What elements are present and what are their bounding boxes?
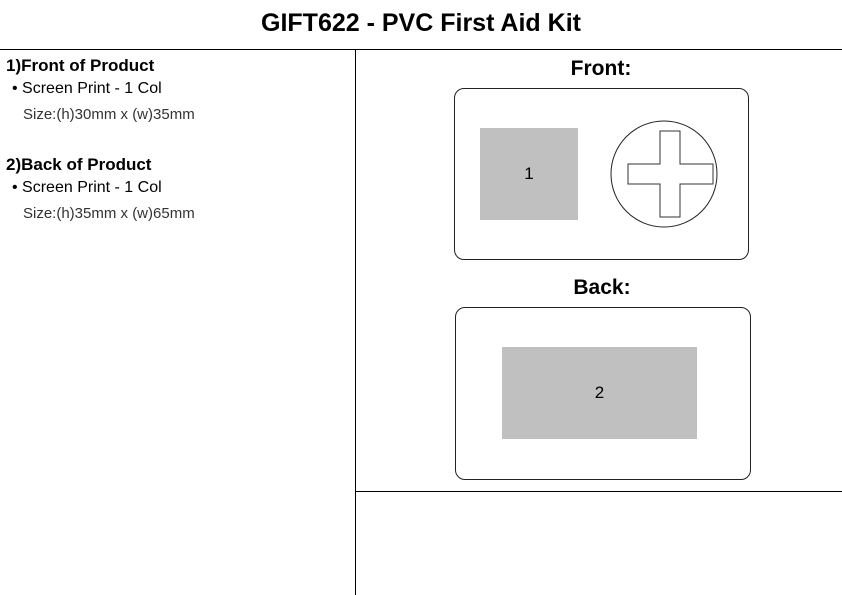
front-product-outline xyxy=(454,88,749,260)
document-title: GIFT622 - PVC First Aid Kit xyxy=(261,9,581,37)
print-area-1: 1 xyxy=(480,128,578,220)
divider xyxy=(355,49,356,595)
spec-method-back: • Screen Print - 1 Col xyxy=(12,179,162,196)
spec-size-back: Size:(h)35mm x (w)65mm xyxy=(23,205,195,222)
back-label: Back: xyxy=(573,276,631,299)
spec-heading-front: 1)Front of Product xyxy=(6,56,155,75)
divider xyxy=(355,491,842,492)
front-label: Front: xyxy=(570,57,632,80)
spec-method-front: • Screen Print - 1 Col xyxy=(12,80,162,97)
print-area-2: 2 xyxy=(502,347,697,439)
spec-size-front: Size:(h)30mm x (w)35mm xyxy=(23,106,195,123)
back-product-outline xyxy=(455,307,751,480)
first-aid-cross-icon xyxy=(610,120,718,228)
divider xyxy=(0,49,842,50)
spec-heading-back: 2)Back of Product xyxy=(6,155,152,174)
